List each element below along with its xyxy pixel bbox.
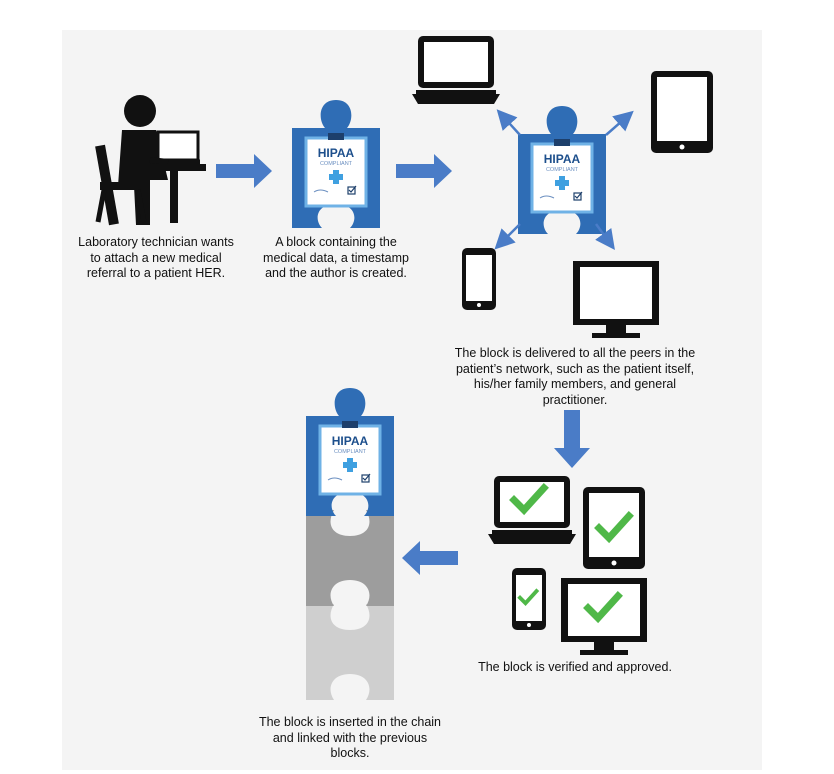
tablet-icon [651, 71, 713, 153]
laptop-icon [412, 36, 500, 104]
verified-laptop-icon [488, 476, 576, 544]
blockchain-stack [304, 386, 396, 700]
new-block-icon [290, 98, 382, 230]
verified-tablet-icon [583, 487, 645, 569]
caption-delivered: The block is delivered to all the peers … [454, 346, 696, 407]
flow-arrow-down [554, 410, 590, 468]
caption-inserted: The block is inserted in the chain and l… [258, 715, 442, 760]
flow-arrow-2 [396, 154, 452, 188]
person-at-laptop-icon [95, 95, 206, 226]
verified-monitor-icon [561, 578, 647, 655]
smartphone-icon [462, 248, 496, 310]
monitor-icon [573, 261, 659, 338]
caption-verified: The block is verified and approved. [478, 660, 672, 674]
verified-smartphone-icon [512, 568, 546, 630]
caption-block-created: A block containing the medical data, a t… [263, 235, 409, 280]
flow-arrow-left [402, 541, 458, 575]
caption-technician: Laboratory technician wants to attach a … [78, 235, 234, 280]
distribution-arrows [494, 109, 634, 251]
flow-arrow-1 [216, 154, 272, 188]
delivered-block-icon [516, 104, 608, 236]
